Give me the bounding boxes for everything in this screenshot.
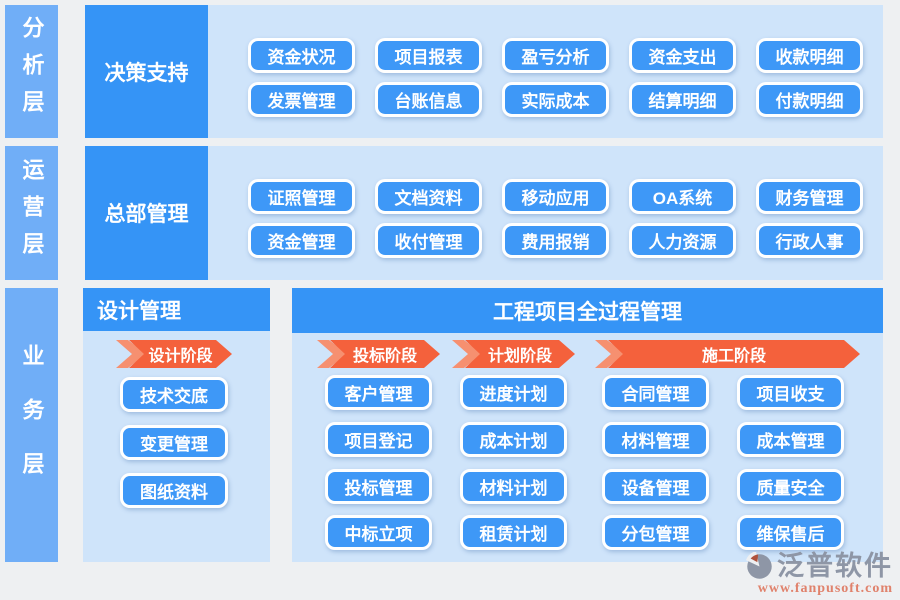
module-button[interactable]: 财务管理	[756, 179, 863, 214]
design-stage-arrow: 设计阶段	[116, 340, 232, 368]
module-button[interactable]: 资金状况	[248, 38, 355, 73]
decision-support-title: 决策支持	[85, 5, 208, 138]
module-button[interactable]: 项目登记	[325, 422, 432, 457]
construction-stage-arrow: 施工阶段	[595, 340, 860, 368]
module-button[interactable]: 收付管理	[375, 223, 482, 258]
module-button[interactable]: 结算明细	[629, 82, 736, 117]
module-button[interactable]: 资金支出	[629, 38, 736, 73]
module-button[interactable]: 中标立项	[325, 515, 432, 550]
fanpu-logo-icon	[745, 552, 774, 581]
module-button[interactable]: 项目报表	[375, 38, 482, 73]
module-button[interactable]: 费用报销	[502, 223, 609, 258]
bid-stage-arrow: 投标阶段	[317, 340, 440, 368]
vendor-website-link[interactable]: www.fanpusoft.com	[757, 581, 893, 596]
plan-stage-arrow-label: 计划阶段	[465, 340, 575, 368]
module-button[interactable]: 证照管理	[248, 179, 355, 214]
module-button[interactable]: 投标管理	[325, 469, 432, 504]
design-management-panel: 设计管理 设计阶段 技术交底 变更管理 图纸资料	[83, 288, 270, 562]
module-button[interactable]: 客户管理	[325, 375, 432, 410]
module-button[interactable]: 文档资料	[375, 179, 482, 214]
vendor-logo: 泛普软件 www.fanpusoft.com	[745, 552, 893, 597]
module-button[interactable]: 盈亏分析	[502, 38, 609, 73]
bid-stage-arrow-label: 投标阶段	[330, 340, 440, 368]
decision-support-panel: 决策支持 资金状况 项目报表 盈亏分析 资金支出 收款明细 发票管理 台账信息 …	[85, 5, 883, 138]
layer-label-business: 业务层	[5, 288, 58, 562]
module-button[interactable]: 材料计划	[460, 469, 567, 504]
module-button[interactable]: 实际成本	[502, 82, 609, 117]
module-button[interactable]: 行政人事	[756, 223, 863, 258]
module-button[interactable]: 设备管理	[602, 469, 709, 504]
layer-label-analysis: 分析层	[5, 5, 58, 138]
module-button[interactable]: 收款明细	[756, 38, 863, 73]
construction-stage-arrow-label: 施工阶段	[608, 340, 860, 368]
module-button[interactable]: 成本计划	[460, 422, 567, 457]
module-button[interactable]: 合同管理	[602, 375, 709, 410]
headquarters-row-2: 资金管理 收付管理 费用报销 人力资源 行政人事	[248, 223, 863, 258]
module-button[interactable]: 台账信息	[375, 82, 482, 117]
decision-support-row-1: 资金状况 项目报表 盈亏分析 资金支出 收款明细	[248, 38, 863, 73]
module-button[interactable]: 维保售后	[737, 515, 844, 550]
module-button[interactable]: 进度计划	[460, 375, 567, 410]
module-button[interactable]: 租赁计划	[460, 515, 567, 550]
module-button[interactable]: 材料管理	[602, 422, 709, 457]
headquarters-panel: 总部管理 证照管理 文档资料 移动应用 OA系统 财务管理 资金管理 收付管理 …	[85, 146, 883, 280]
layer-label-operation: 运营层	[5, 146, 58, 280]
headquarters-title: 总部管理	[85, 146, 208, 280]
module-button[interactable]: 付款明细	[756, 82, 863, 117]
design-management-title: 设计管理	[83, 288, 270, 331]
headquarters-row-1: 证照管理 文档资料 移动应用 OA系统 财务管理	[248, 179, 863, 214]
module-button[interactable]: 移动应用	[502, 179, 609, 214]
project-process-panel: 工程项目全过程管理 投标阶段 计划阶段 施工阶段 客户管理 项目登记 投标管理 …	[292, 288, 883, 562]
decision-support-row-2: 发票管理 台账信息 实际成本 结算明细 付款明细	[248, 82, 863, 117]
module-button[interactable]: 发票管理	[248, 82, 355, 117]
module-button[interactable]: 资金管理	[248, 223, 355, 258]
plan-stage-arrow: 计划阶段	[452, 340, 575, 368]
module-button[interactable]: OA系统	[629, 179, 736, 214]
module-button[interactable]: 图纸资料	[120, 473, 228, 508]
module-button[interactable]: 分包管理	[602, 515, 709, 550]
module-button[interactable]: 项目收支	[737, 375, 844, 410]
project-process-title: 工程项目全过程管理	[292, 288, 883, 333]
module-button[interactable]: 变更管理	[120, 425, 228, 460]
module-button[interactable]: 质量安全	[737, 469, 844, 504]
design-stage-arrow-label: 设计阶段	[129, 340, 232, 368]
module-button[interactable]: 技术交底	[120, 377, 228, 412]
vendor-name: 泛普软件	[777, 551, 893, 581]
module-button[interactable]: 成本管理	[737, 422, 844, 457]
vendor-logo-row: 泛普软件	[745, 552, 893, 581]
module-button[interactable]: 人力资源	[629, 223, 736, 258]
